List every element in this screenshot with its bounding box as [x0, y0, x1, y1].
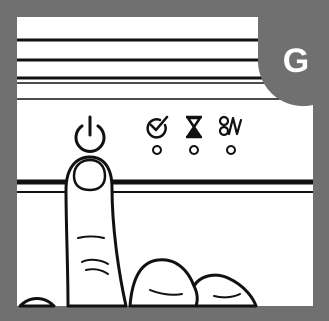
step-badge: G	[258, 17, 313, 106]
drain-pump-icon	[220, 117, 241, 135]
step-letter: G	[283, 42, 309, 80]
indicator-light-1	[153, 146, 161, 154]
hourglass-icon	[186, 117, 202, 137]
power-icon[interactable]	[76, 117, 104, 151]
indicator-light-3	[227, 146, 235, 154]
hand-pressing-button	[20, 157, 256, 306]
indicator-light-2	[190, 146, 198, 154]
check-icon	[148, 117, 167, 137]
